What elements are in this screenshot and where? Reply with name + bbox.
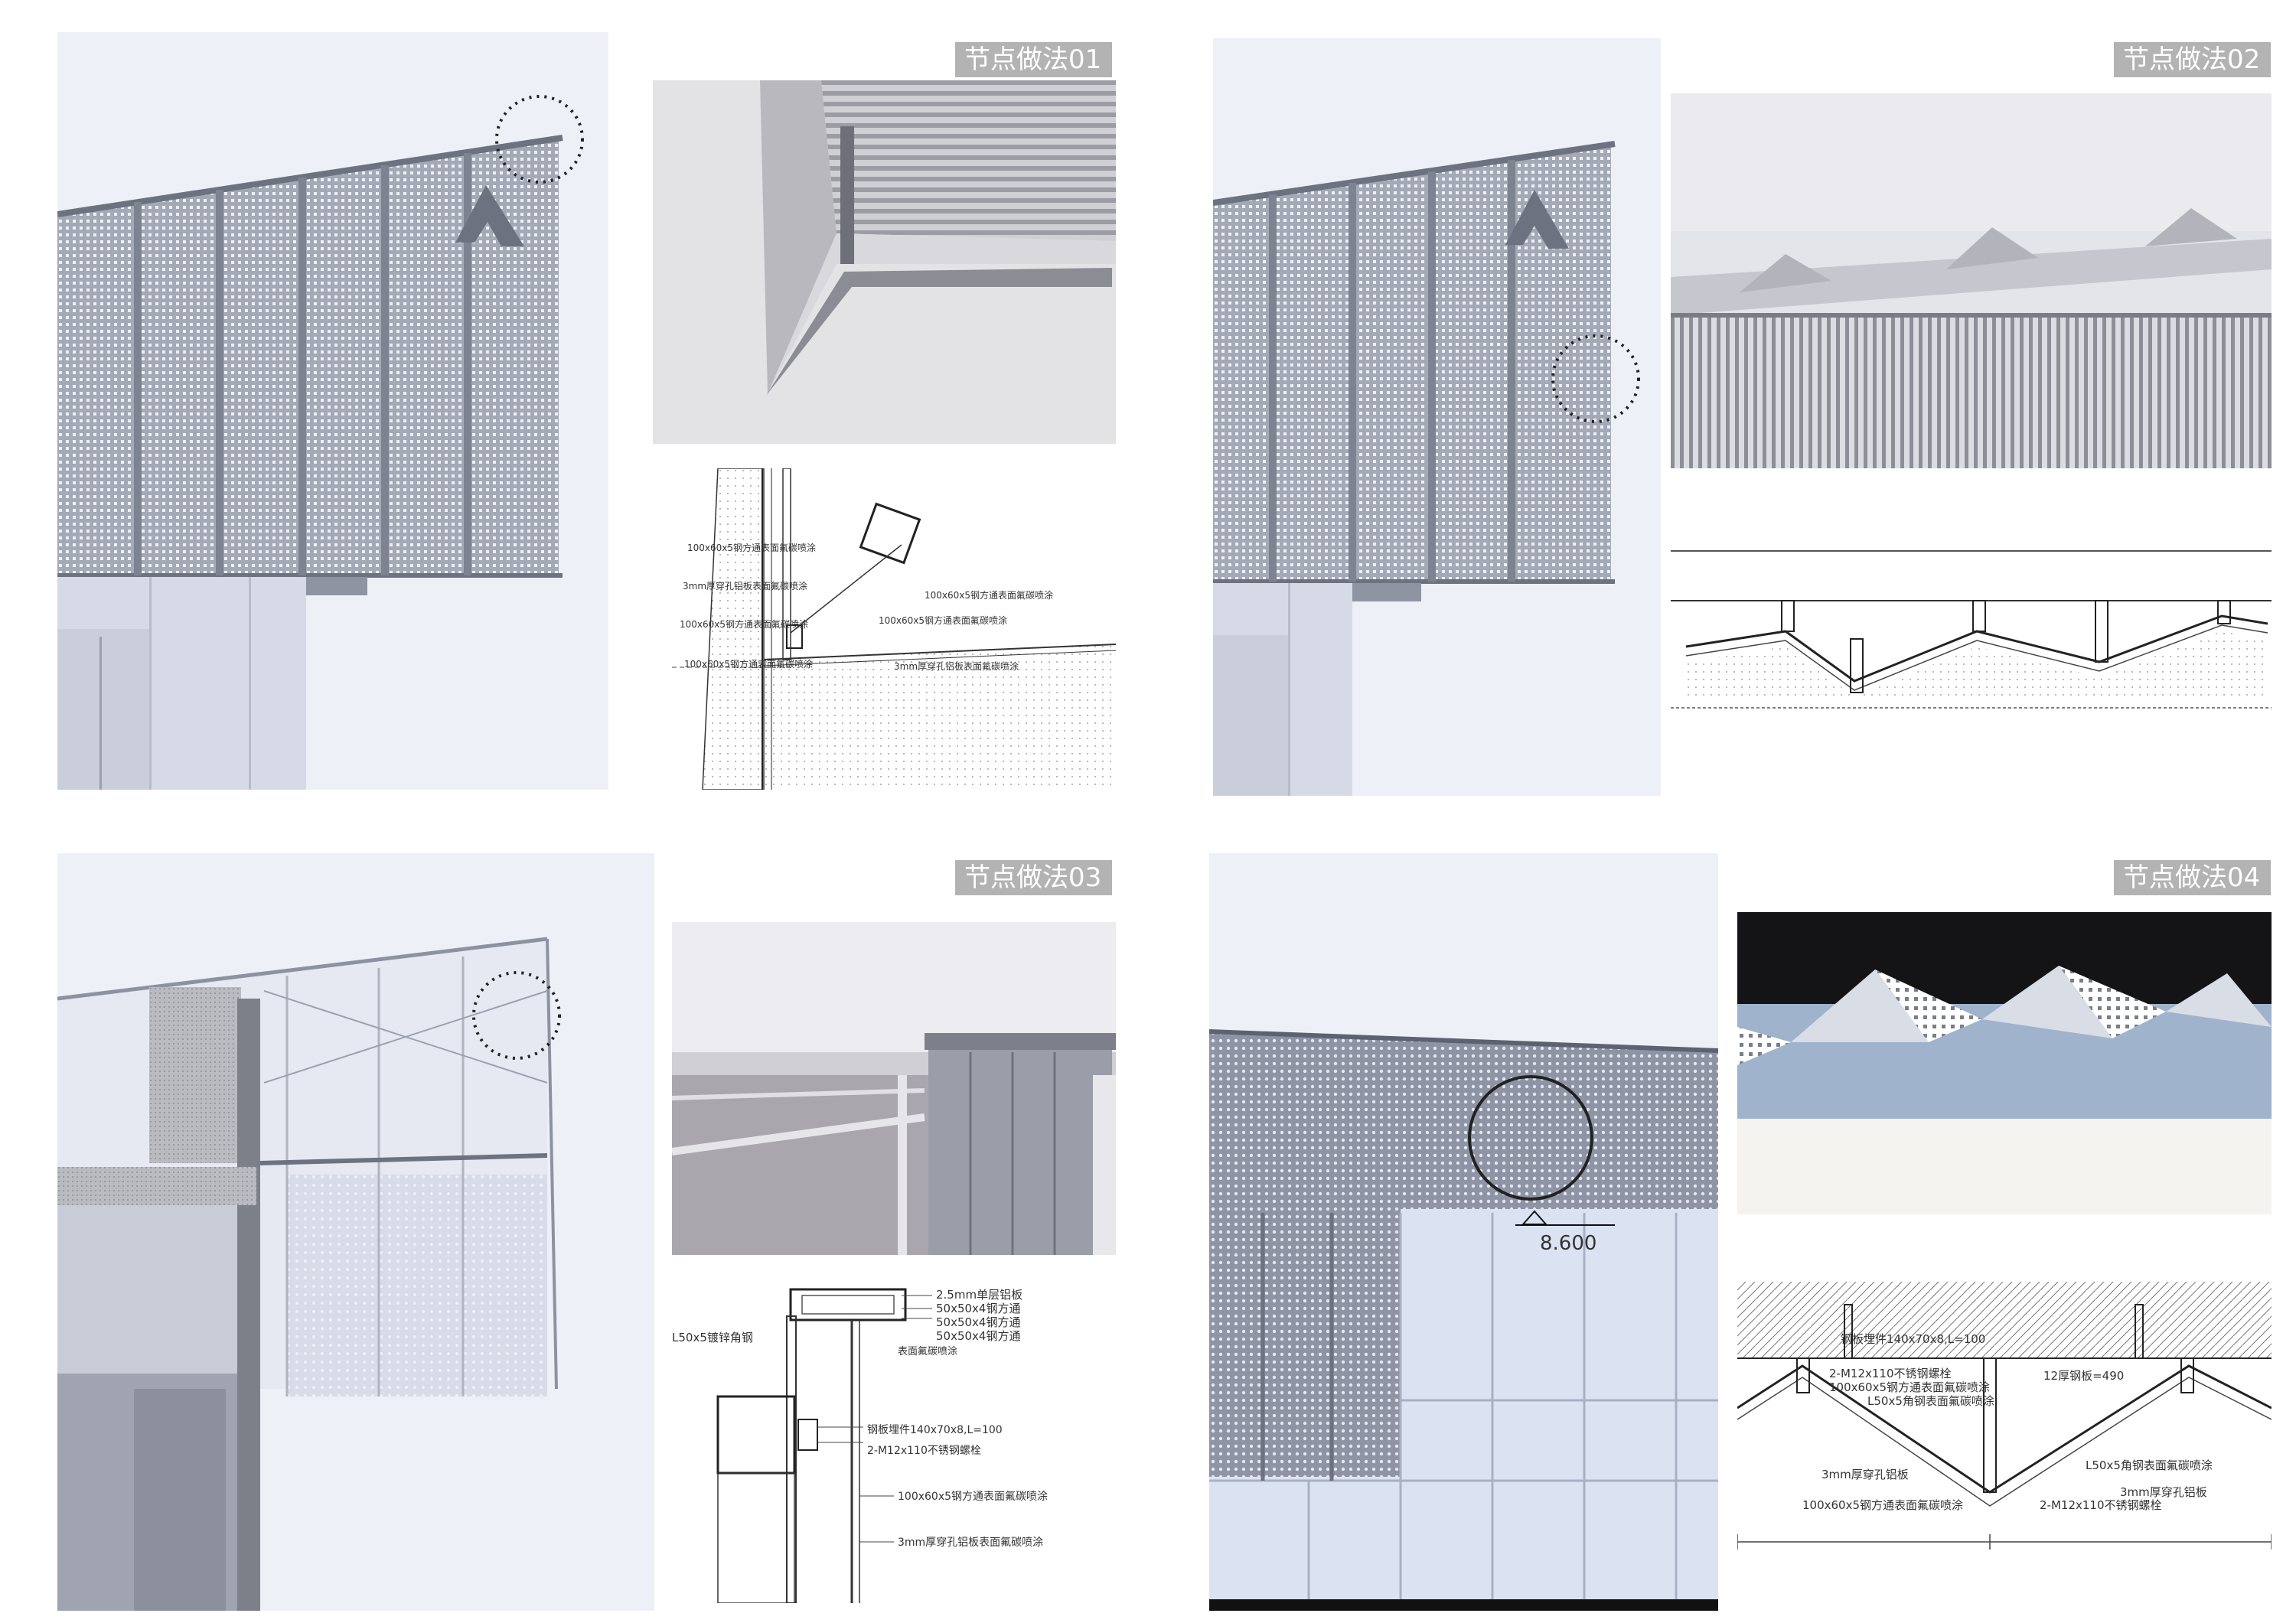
drawing-04-label-1: 钢板埋件140x70x8,L=100 bbox=[1841, 1332, 1985, 1346]
drawing-01-label-4: 100x60x5钢方通表面氟碳喷涂 bbox=[680, 618, 808, 630]
drawing-03-label-9: 100x60x5钢方通表面氟碳喷涂 bbox=[898, 1491, 1048, 1503]
render-01-closeup bbox=[653, 80, 1116, 444]
drawing-03-label-10: 3mm厚穿孔铝板表面氟碳喷涂 bbox=[898, 1537, 1043, 1549]
drawing-01-label-3: 100x60x5钢方通表面氟碳喷涂 bbox=[925, 589, 1053, 601]
drawing-03-label-7: 钢板埋件140x70x8,L=100 bbox=[867, 1424, 1003, 1436]
render-04-closeup bbox=[1737, 912, 2272, 1214]
drawing-04: 钢板埋件140x70x8,L=100 2-M12x110不锈钢螺栓 100x60… bbox=[1737, 1263, 2272, 1557]
drawing-04-label-3: 100x60x5钢方通表面氟碳喷涂 bbox=[1829, 1380, 1990, 1394]
drawing-04-label-8: 100x60x5钢方通表面氟碳喷涂 bbox=[1802, 1498, 1963, 1512]
drawing-04-label-2: 2-M12x110不锈钢螺栓 bbox=[1829, 1367, 1952, 1380]
drawing-04-label-4: L50x5角钢表面氟碳喷涂 bbox=[1867, 1394, 1994, 1408]
drawing-03-label-6: 表面氟碳喷涂 bbox=[898, 1345, 957, 1357]
drawing-01-label-2: 3mm厚穿孔铝板表面氟碳喷涂 bbox=[683, 580, 807, 592]
render-03-section bbox=[57, 853, 654, 1611]
drawing-03-label-2: L50x5镀锌角钢 bbox=[672, 1331, 753, 1344]
elevation-level-label: 8.600 bbox=[1540, 1232, 1596, 1255]
drawing-03: 2.5mm单层铝板 L50x5镀锌角钢 50x50x4钢方通 50x50x4钢方… bbox=[672, 1282, 1116, 1603]
detail-title-02: 节点做法02 bbox=[2114, 42, 2271, 77]
drawing-04-label-5: 12厚钢板=490 bbox=[2043, 1369, 2124, 1383]
drawing-01: 100x60x5钢方通表面氟碳喷涂 3mm厚穿孔铝板表面氟碳喷涂 100x60x… bbox=[672, 468, 1116, 790]
drawing-01-label-1: 100x60x5钢方通表面氟碳喷涂 bbox=[687, 542, 816, 553]
drawing-03-label-5: 50x50x4钢方通 bbox=[936, 1329, 1020, 1343]
drawing-01-label-5: 100x60x5钢方通表面氟碳喷涂 bbox=[879, 614, 1007, 626]
drawing-04-label-7: L50x5角钢表面氟碳喷涂 bbox=[2086, 1458, 2213, 1472]
render-02-closeup bbox=[1671, 93, 2272, 468]
detail-title-04: 节点做法04 bbox=[2114, 860, 2271, 895]
drawing-02 bbox=[1671, 509, 2272, 746]
render-03-closeup bbox=[672, 922, 1116, 1255]
render-04-facade: 8.600 bbox=[1209, 853, 1718, 1611]
detail-title-01: 节点做法01 bbox=[955, 42, 1112, 77]
detail-title-03: 节点做法03 bbox=[955, 860, 1112, 895]
drawing-04-label-10: 3mm厚穿孔铝板 bbox=[2120, 1485, 2207, 1499]
drawing-03-label-3: 50x50x4钢方通 bbox=[936, 1302, 1020, 1315]
drawing-04-label-9: 2-M12x110不锈钢螺栓 bbox=[2040, 1498, 2162, 1512]
render-02-facade bbox=[1213, 38, 1661, 796]
render-01-facade bbox=[57, 32, 608, 790]
drawing-01-label-6: 100x60x5钢方通表面氟碳喷涂 bbox=[684, 658, 813, 670]
drawing-03-label-4: 50x50x4钢方通 bbox=[936, 1315, 1020, 1329]
drawing-01-label-7: 3mm厚穿孔铝板表面氟碳喷涂 bbox=[894, 660, 1019, 672]
drawing-04-label-6: 3mm厚穿孔铝板 bbox=[1821, 1468, 1909, 1481]
drawing-03-label-1: 2.5mm单层铝板 bbox=[936, 1288, 1022, 1302]
drawing-03-label-8: 2-M12x110不锈钢螺栓 bbox=[867, 1445, 981, 1457]
